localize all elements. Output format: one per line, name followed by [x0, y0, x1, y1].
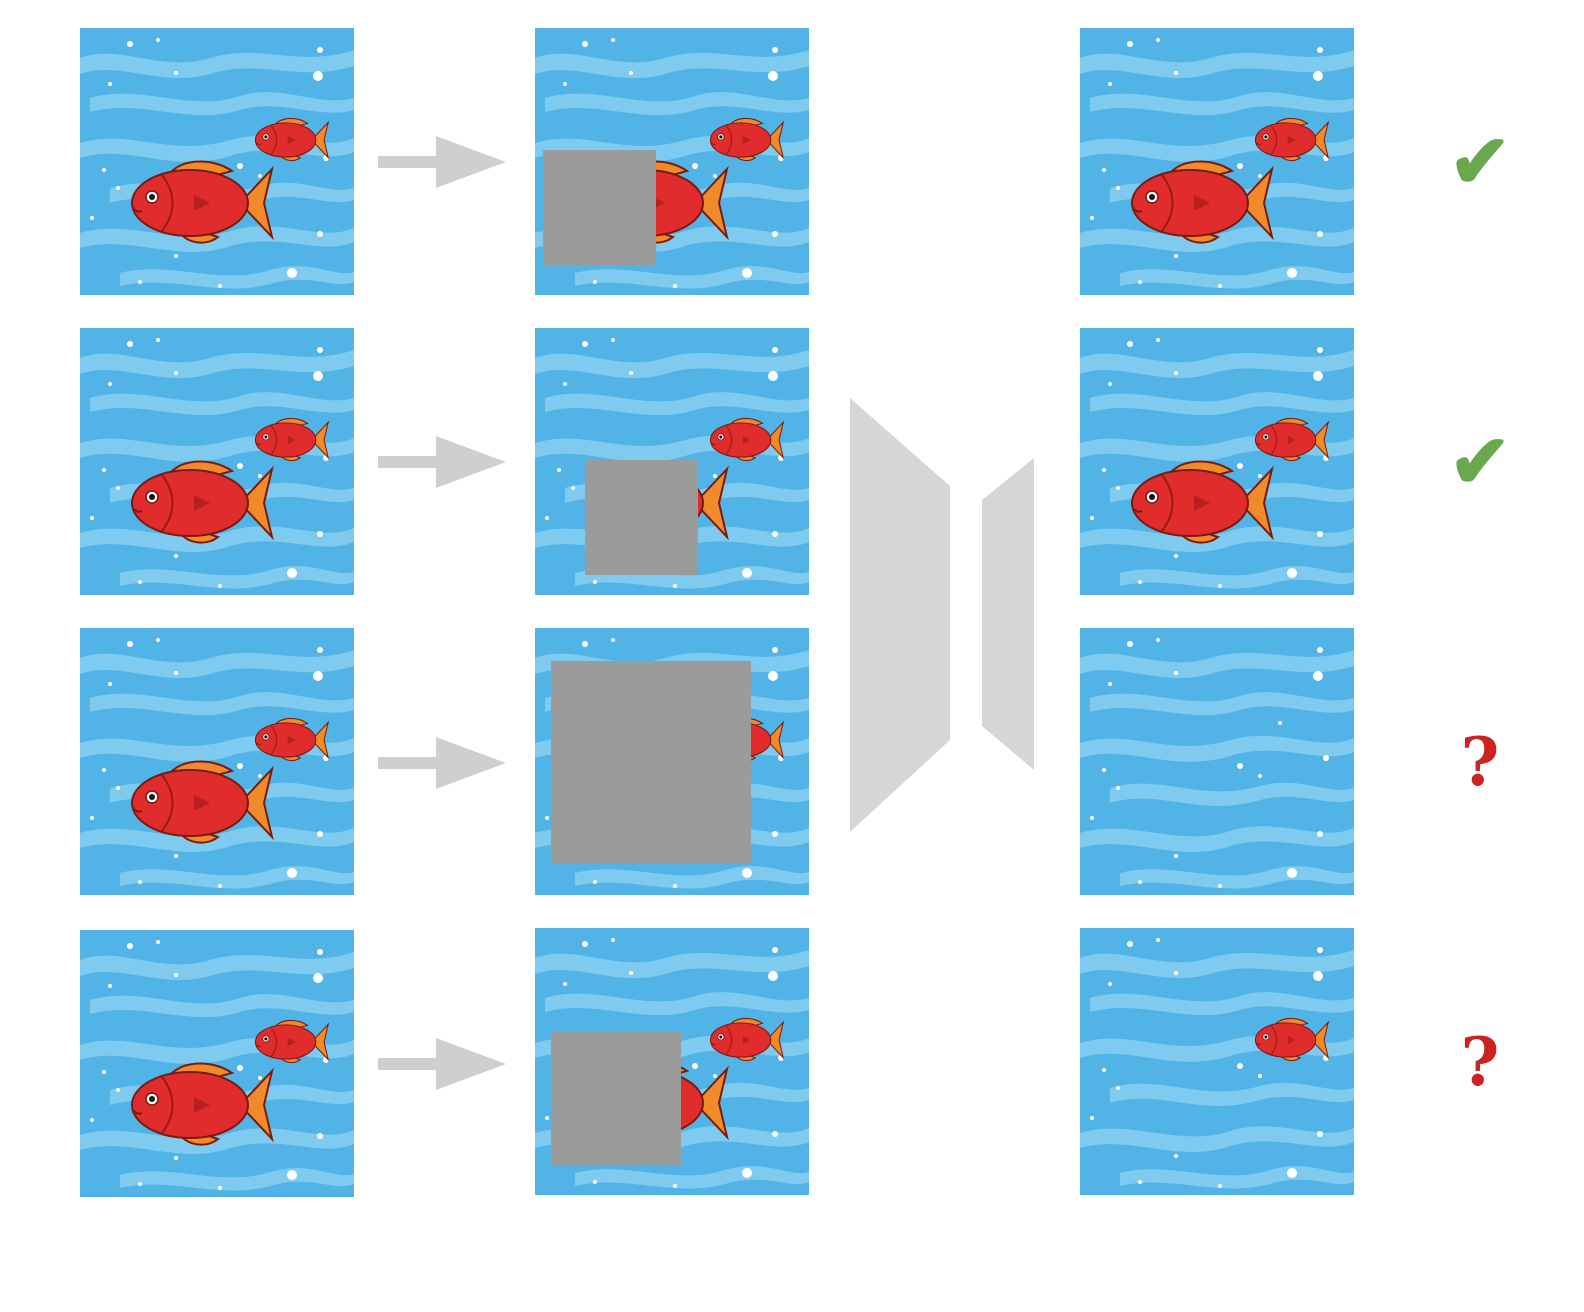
mask-patch	[551, 661, 751, 864]
masked-image-row-1	[535, 28, 809, 295]
masked-image-row-2	[535, 328, 809, 595]
verdict-row-1: ✔	[1440, 122, 1520, 202]
arrow-icon	[378, 1034, 508, 1094]
arrow-icon	[378, 733, 508, 793]
mask-patch	[585, 460, 698, 575]
output-image-row-2	[1080, 328, 1354, 595]
verdict-row-4: ?	[1440, 1022, 1520, 1102]
verdict-row-2: ✔	[1440, 422, 1520, 502]
inpainting-network	[840, 390, 1050, 840]
input-image-row-2	[80, 328, 354, 595]
masked-image-row-4	[535, 928, 809, 1195]
decoder-shape	[982, 458, 1034, 770]
mask-patch	[551, 1032, 681, 1166]
question-icon: ?	[1461, 729, 1500, 795]
mask-patch	[543, 150, 656, 265]
question-icon: ?	[1461, 1029, 1500, 1095]
input-image-row-3	[80, 628, 354, 895]
check-icon: ✔	[1449, 425, 1511, 499]
output-image-row-1	[1080, 28, 1354, 295]
encoder-shape	[850, 398, 950, 832]
arrow-icon	[378, 432, 508, 492]
verdict-row-3: ?	[1440, 722, 1520, 802]
masked-image-row-3	[535, 628, 809, 895]
arrow-icon	[378, 132, 508, 192]
input-image-row-1	[80, 28, 354, 295]
input-image-row-4	[80, 930, 354, 1197]
check-icon: ✔	[1449, 125, 1511, 199]
output-image-row-3	[1080, 628, 1354, 895]
output-image-row-4	[1080, 928, 1354, 1195]
